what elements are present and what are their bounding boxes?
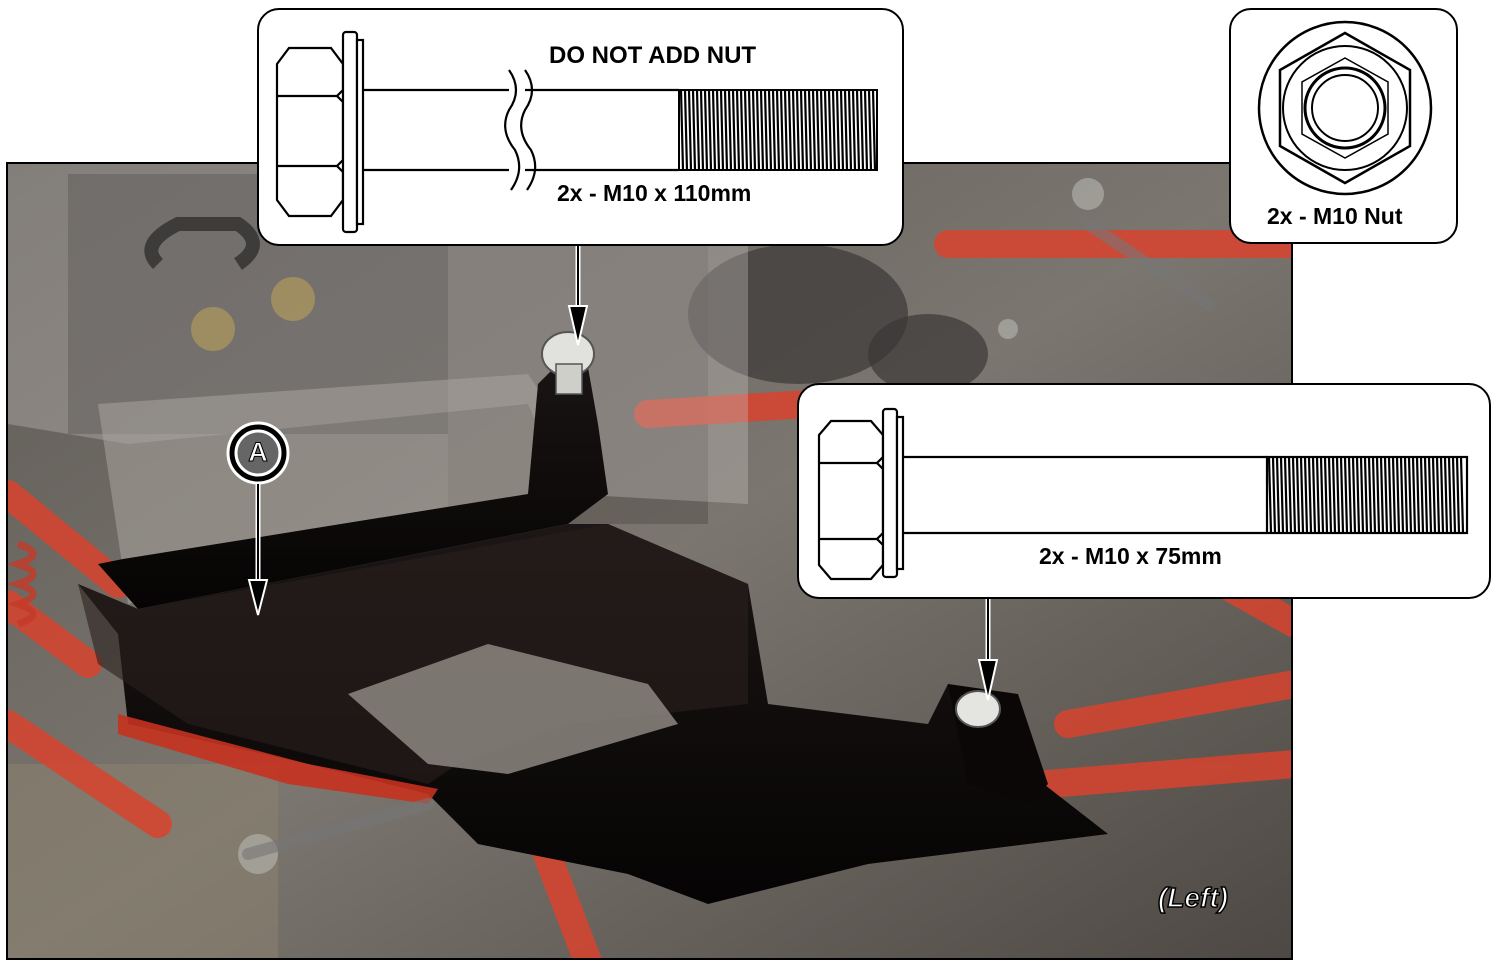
bolt-110-quantity-label: 2x - M10 x 110mm	[557, 180, 752, 206]
flange-bolt-icon	[275, 30, 878, 234]
callout-letter: A	[248, 437, 269, 468]
bolt-110mm-callout: DO NOT ADD NUT 2x - M10 x 110mm	[257, 8, 904, 246]
flange-nut-icon	[1257, 20, 1433, 196]
bolt-110-caption: DO NOT ADD NUT	[549, 42, 757, 69]
nut-quantity-label: 2x - M10 Nut	[1267, 203, 1403, 229]
photo-illustration	[8, 164, 1291, 958]
view-label: (Left)	[1157, 881, 1228, 914]
pointer-arrow-icon	[247, 579, 269, 616]
nut-callout: 2x - M10 Nut	[1229, 8, 1458, 244]
callout-a-marker	[226, 421, 290, 616]
flange-bolt-icon	[817, 407, 1469, 581]
installation-photo: A (Left)	[6, 162, 1293, 960]
bolt-75mm-callout: 2x - M10 x 75mm	[797, 383, 1491, 599]
photo-bolt-lower	[955, 690, 1001, 728]
bolt-75-quantity-label: 2x - M10 x 75mm	[1039, 543, 1222, 569]
